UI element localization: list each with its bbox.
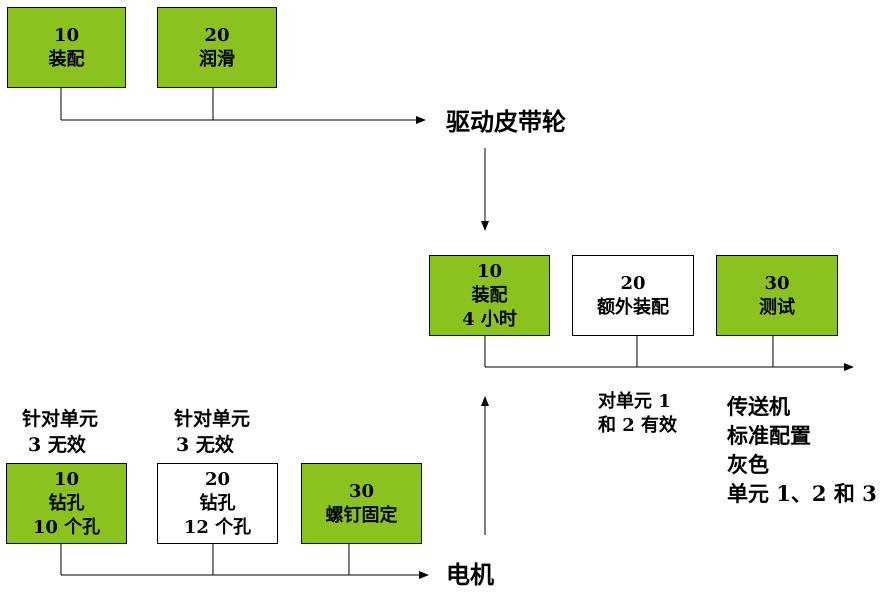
box-bot-10: 10 钻孔 10 个孔	[6, 463, 127, 544]
box-num: 20	[204, 24, 230, 46]
note-line: 针对单元	[22, 408, 99, 430]
box-mid-30: 30 测试	[716, 255, 838, 336]
box-extra: 12 个孔	[183, 516, 252, 538]
note-line: 对单元 1	[598, 391, 671, 412]
box-num: 20	[204, 468, 231, 490]
note-line: 标准配置	[727, 423, 811, 448]
box-label: 钻孔	[48, 492, 85, 514]
box-num: 30	[348, 480, 375, 502]
box-num: 10	[476, 260, 503, 282]
note-line: 灰色	[727, 452, 769, 477]
box-extra: 10 个孔	[32, 516, 101, 538]
note-line: 3 无效	[176, 434, 234, 456]
box-label: 钻孔	[199, 492, 236, 514]
box-mid-20: 20 额外装配	[572, 255, 694, 336]
box-num: 20	[620, 272, 646, 294]
note-bot-1: 针对单元 3 无效	[22, 406, 98, 458]
box-num: 30	[764, 272, 790, 294]
note-mid-right: 传送机 标准配置 灰色 单元 1、2 和 3	[727, 392, 877, 508]
box-label: 螺钉固定	[325, 504, 398, 526]
box-mid-10: 10 装配 4 小时	[429, 255, 550, 336]
box-top-20: 20 润滑	[157, 7, 277, 88]
target-pulley: 驱动皮带轮	[446, 107, 566, 136]
note-line: 针对单元	[174, 408, 251, 430]
note-bot-2: 针对单元 3 无效	[174, 406, 250, 458]
box-extra: 4 小时	[462, 308, 517, 330]
box-bot-20: 20 钻孔 12 个孔	[157, 463, 278, 544]
box-bot-30: 30 螺钉固定	[301, 463, 422, 544]
box-label: 测试	[759, 296, 795, 318]
box-label: 额外装配	[597, 296, 669, 318]
note-line: 3 无效	[28, 434, 86, 456]
box-label: 装配	[48, 48, 85, 70]
box-num: 10	[53, 24, 80, 46]
note-line: 和 2 有效	[598, 415, 678, 436]
box-label: 润滑	[199, 48, 235, 70]
box-num: 10	[53, 468, 80, 490]
box-label: 装配	[471, 284, 508, 306]
note-line: 传送机	[727, 394, 790, 419]
note-mid-left: 对单元 1 和 2 有效	[598, 390, 677, 438]
box-top-10: 10 装配	[7, 7, 126, 88]
target-motor: 电机	[446, 560, 494, 589]
note-line: 单元 1、2 和 3	[727, 481, 877, 506]
